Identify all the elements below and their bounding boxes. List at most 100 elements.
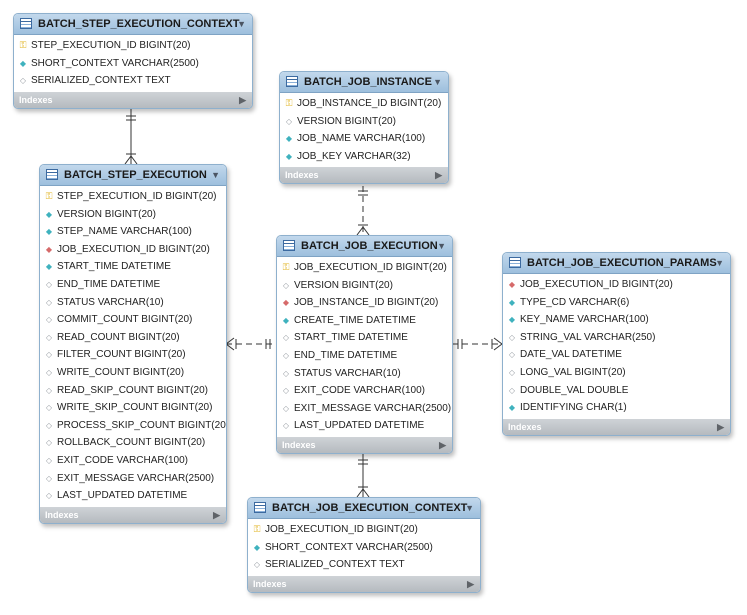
expand-arrow-icon[interactable]: ▶	[239, 94, 246, 105]
column-row[interactable]: ◇VERSION BIGINT(20)	[277, 277, 452, 295]
column-row[interactable]: ◇ROLLBACK_COUNT BIGINT(20)	[40, 434, 226, 452]
column-row[interactable]: ◇STRING_VAL VARCHAR(250)	[503, 329, 730, 347]
table-batch-job-execution-params[interactable]: BATCH_JOB_EXECUTION_PARAMS▼◆JOB_EXECUTIO…	[502, 252, 731, 436]
column-row[interactable]: ◆JOB_EXECUTION_ID BIGINT(20)	[40, 241, 226, 259]
collapse-arrow-icon[interactable]: ▼	[433, 77, 442, 87]
column-row[interactable]: ◆ JOB_INSTANCE_ID BIGINT(20)	[277, 294, 452, 312]
column-row[interactable]: ◇FILTER_COUNT BIGINT(20)	[40, 346, 226, 364]
column-label: STATUS VARCHAR(10)	[294, 367, 401, 379]
indexes-section[interactable]: Indexes▶	[40, 506, 226, 523]
column-row[interactable]: ◇LAST_UPDATED DATETIME	[40, 487, 226, 505]
indexes-section[interactable]: Indexes▶	[248, 575, 480, 592]
expand-arrow-icon[interactable]: ▶	[435, 170, 442, 181]
column-row[interactable]: ◇LAST_UPDATED DATETIME	[277, 417, 452, 435]
column-row[interactable]: ⚿JOB_INSTANCE_ID BIGINT(20)	[280, 95, 448, 113]
column-row[interactable]: ◇END_TIME DATETIME	[40, 276, 226, 294]
column-row[interactable]: ◆JOB_KEY VARCHAR(32)	[280, 148, 448, 166]
table-icon	[46, 169, 58, 180]
indexes-label: Indexes	[508, 421, 542, 432]
column-label: READ_SKIP_COUNT BIGINT(20)	[57, 384, 208, 396]
table-header[interactable]: BATCH_JOB_EXECUTION_CONTEXT▼	[248, 498, 480, 519]
table-batch-job-instance[interactable]: BATCH_JOB_INSTANCE▼ ⚿JOB_INSTANCE_ID BIGI…	[279, 71, 449, 185]
column-label: DOUBLE_VAL DOUBLE	[520, 384, 629, 396]
column-row[interactable]: ◇LONG_VAL BIGINT(20)	[503, 364, 730, 382]
column-row[interactable]: ◇STATUS VARCHAR(10)	[277, 365, 452, 383]
indexes-section[interactable]: Indexes▶	[14, 91, 252, 108]
expand-arrow-icon[interactable]: ▶	[213, 509, 220, 520]
expand-arrow-icon[interactable]: ▶	[467, 578, 474, 589]
column-row[interactable]: ◆STEP_NAME VARCHAR(100)	[40, 223, 226, 241]
table-name: BATCH_JOB_EXECUTION_PARAMS	[527, 257, 717, 269]
column-row[interactable]: ◇COMMIT_COUNT BIGINT(20)	[40, 311, 226, 329]
collapse-arrow-icon[interactable]: ▼	[237, 19, 246, 29]
column-label: CREATE_TIME DATETIME	[294, 314, 416, 326]
column-row[interactable]: ◇EXIT_MESSAGE VARCHAR(2500)	[277, 400, 452, 418]
not-null-column-icon: ◆	[508, 403, 516, 413]
column-row[interactable]: ◆IDENTIFYING CHAR(1)	[503, 399, 730, 417]
column-label: JOB_NAME VARCHAR(100)	[297, 133, 426, 145]
foreign-key-icon: ◆	[282, 298, 290, 308]
column-row[interactable]: ◇DOUBLE_VAL DOUBLE	[503, 382, 730, 400]
column-label: STEP_EXECUTION_ID BIGINT(20)	[57, 191, 217, 202]
collapse-arrow-icon[interactable]: ▼	[437, 241, 446, 251]
table-header[interactable]: BATCH_JOB_INSTANCE▼	[280, 72, 448, 93]
collapse-arrow-icon[interactable]: ▼	[715, 258, 724, 268]
table-batch-step-execution[interactable]: BATCH_STEP_EXECUTION▼ ⚿STEP_EXECUTION_ID …	[39, 164, 227, 524]
indexes-section[interactable]: Indexes ▶	[503, 418, 730, 435]
column-row[interactable]: ◆START_TIME DATETIME	[40, 258, 226, 276]
column-row[interactable]: ◆VERSION BIGINT(20)	[40, 206, 226, 224]
column-label: JOB_KEY VARCHAR(32)	[297, 150, 411, 162]
table-header[interactable]: BATCH_JOB_EXECUTION_PARAMS▼	[503, 253, 730, 274]
collapse-arrow-icon[interactable]: ▼	[211, 170, 220, 180]
not-null-column-icon: ◆	[45, 227, 53, 237]
expand-arrow-icon[interactable]: ▶	[717, 421, 724, 432]
collapse-arrow-icon[interactable]: ▼	[465, 503, 474, 513]
table-header[interactable]: BATCH_STEP_EXECUTION_CONTEXT▼	[14, 14, 252, 35]
table-header[interactable]: BATCH_JOB_EXECUTION▼	[277, 236, 452, 257]
column-row[interactable]: ◆SHORT_CONTEXT VARCHAR(2500)	[14, 55, 252, 73]
nullable-column-icon: ◇	[45, 455, 53, 465]
column-label: LAST_UPDATED DATETIME	[294, 420, 425, 432]
column-row[interactable]: ◇STATUS VARCHAR(10)	[40, 294, 226, 312]
column-row[interactable]: ◇WRITE_COUNT BIGINT(20)	[40, 364, 226, 382]
table-icon	[254, 502, 266, 513]
column-row[interactable]: ◇DATE_VAL DATETIME	[503, 346, 730, 364]
column-label: SHORT_CONTEXT VARCHAR(2500)	[31, 57, 199, 69]
indexes-section[interactable]: Indexes▶	[280, 167, 448, 184]
column-row[interactable]: ◇EXIT_MESSAGE VARCHAR(2500)	[40, 470, 226, 488]
column-row[interactable]: ◇SERIALIZED_CONTEXT TEXT	[248, 556, 480, 574]
table-batch-job-execution[interactable]: BATCH_JOB_EXECUTION▼ ⚿JOB_EXECUTION_ID BI…	[276, 235, 453, 454]
indexes-section[interactable]: Indexes▶	[277, 436, 452, 453]
column-row[interactable]: ◇READ_SKIP_COUNT BIGINT(20)	[40, 382, 226, 400]
column-row[interactable]: ◆CREATE_TIME DATETIME	[277, 312, 452, 330]
column-row[interactable]: ◇EXIT_CODE VARCHAR(100)	[40, 452, 226, 470]
column-row[interactable]: ⚿JOB_EXECUTION_ID BIGINT(20)	[248, 521, 480, 539]
column-row[interactable]: ◇END_TIME DATETIME	[277, 347, 452, 365]
table-name: BATCH_STEP_EXECUTION_CONTEXT	[38, 18, 240, 30]
column-row[interactable]: ◇WRITE_SKIP_COUNT BIGINT(20)	[40, 399, 226, 417]
column-row[interactable]: ◇SERIALIZED_CONTEXT TEXT	[14, 72, 252, 90]
column-row[interactable]: ⚿STEP_EXECUTION_ID BIGINT(20)	[40, 188, 226, 206]
column-row[interactable]: ◇VERSION BIGINT(20)	[280, 113, 448, 131]
table-icon	[283, 240, 295, 251]
table-batch-step-execution-context[interactable]: BATCH_STEP_EXECUTION_CONTEXT▼ ⚿STEP_EXECU…	[13, 13, 253, 109]
column-row[interactable]: ⚿JOB_EXECUTION_ID BIGINT(20)	[277, 259, 452, 277]
not-null-column-icon: ◆	[45, 262, 53, 272]
column-row[interactable]: ◇READ_COUNT BIGINT(20)	[40, 329, 226, 347]
table-header[interactable]: BATCH_STEP_EXECUTION▼	[40, 165, 226, 186]
column-label: JOB_EXECUTION_ID BIGINT(20)	[520, 279, 673, 290]
expand-arrow-icon[interactable]: ▶	[439, 439, 446, 450]
column-label: STEP_EXECUTION_ID BIGINT(20)	[31, 40, 191, 51]
column-row[interactable]: ◇START_TIME DATETIME	[277, 329, 452, 347]
column-row[interactable]: ◇PROCESS_SKIP_COUNT BIGINT(20)	[40, 417, 226, 435]
column-row[interactable]: ◆TYPE_CD VARCHAR(6)	[503, 294, 730, 312]
column-row[interactable]: ◆JOB_NAME VARCHAR(100)	[280, 130, 448, 148]
column-row[interactable]: ◆SHORT_CONTEXT VARCHAR(2500)	[248, 539, 480, 557]
column-row[interactable]: ⚿STEP_EXECUTION_ID BIGINT(20)	[14, 37, 252, 55]
table-batch-job-execution-context[interactable]: BATCH_JOB_EXECUTION_CONTEXT▼ ⚿JOB_EXECUTI…	[247, 497, 481, 593]
column-label: JOB_INSTANCE_ID BIGINT(20)	[294, 297, 439, 309]
column-label: VERSION BIGINT(20)	[297, 115, 396, 127]
column-row[interactable]: ◆KEY_NAME VARCHAR(100)	[503, 311, 730, 329]
column-row[interactable]: ◇EXIT_CODE VARCHAR(100)	[277, 382, 452, 400]
column-row[interactable]: ◆JOB_EXECUTION_ID BIGINT(20)	[503, 276, 730, 294]
